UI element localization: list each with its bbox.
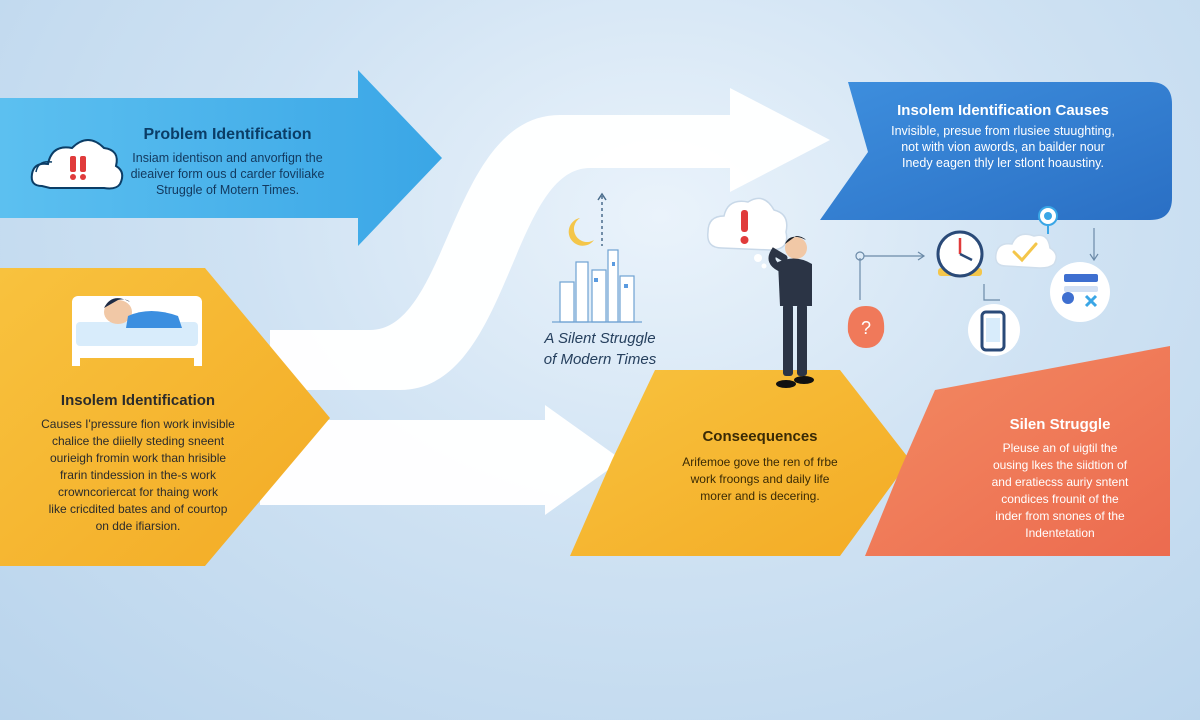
white-flow-arrow-bottom (260, 405, 622, 515)
white-flow-arrow-top (270, 88, 830, 390)
question-bag-icon: ? (847, 251, 926, 348)
problem-identification-text: Problem Identification Insiam identison … (100, 126, 355, 198)
consequences-title: Conseequences (702, 428, 818, 445)
city-skyline-icon (552, 249, 642, 323)
problem-identification-box (0, 70, 442, 246)
insolem-identification-left-body: Causes I'pressure fion work invisible ch… (41, 417, 235, 533)
moon-icon (568, 192, 607, 246)
smartphone-icon (968, 304, 1020, 356)
insolem-identification-right-text: Insolem Identification Causes Invisible,… (858, 102, 1148, 171)
problem-identification-body: Insiam identison and anvorfign the dieai… (130, 151, 325, 197)
consequences-text: Conseequences Arifemoe gove the ren of f… (655, 428, 865, 505)
silen-struggle-text: Silen Struggle Pleuse an of uigtil the o… (960, 416, 1160, 542)
insolem-identification-right-body: Invisible, presue from rlusiee stuughtin… (891, 124, 1115, 170)
silen-struggle-title: Silen Struggle (1009, 416, 1111, 433)
thought-bubble-alert-icon (707, 197, 788, 269)
settings-panel-icon (983, 262, 1110, 322)
check-cloud-icon (994, 233, 1057, 269)
insolem-identification-right-title: Insolem Identification Causes (897, 102, 1109, 119)
clock-icon (936, 230, 984, 278)
consequences-body: Arifemoe gove the ren of frbe work froon… (682, 455, 838, 503)
search-pin-icon (1038, 206, 1099, 262)
consequences-box (570, 370, 910, 556)
silen-struggle-body: Pleuse an of uigtil the ousing lkes the … (991, 441, 1129, 540)
center-caption-line-1: A Silent Struggle (544, 330, 656, 347)
problem-identification-title: Problem Identification (143, 126, 312, 143)
thinking-man-icon (768, 236, 814, 388)
insolem-identification-left-text: Insolem Identification Causes I'pressure… (18, 392, 258, 535)
svg-text:?: ? (861, 318, 871, 338)
insolem-identification-right-box (820, 82, 1172, 220)
sleeping-person-icon (72, 296, 202, 366)
silen-struggle-box (865, 346, 1170, 556)
center-caption-line-2: of Modern Times (543, 351, 657, 368)
center-caption: A Silent Struggle of Modern Times (520, 328, 680, 370)
insolem-identification-left-title: Insolem Identification (60, 392, 216, 409)
alert-cloud-icon (30, 139, 124, 190)
